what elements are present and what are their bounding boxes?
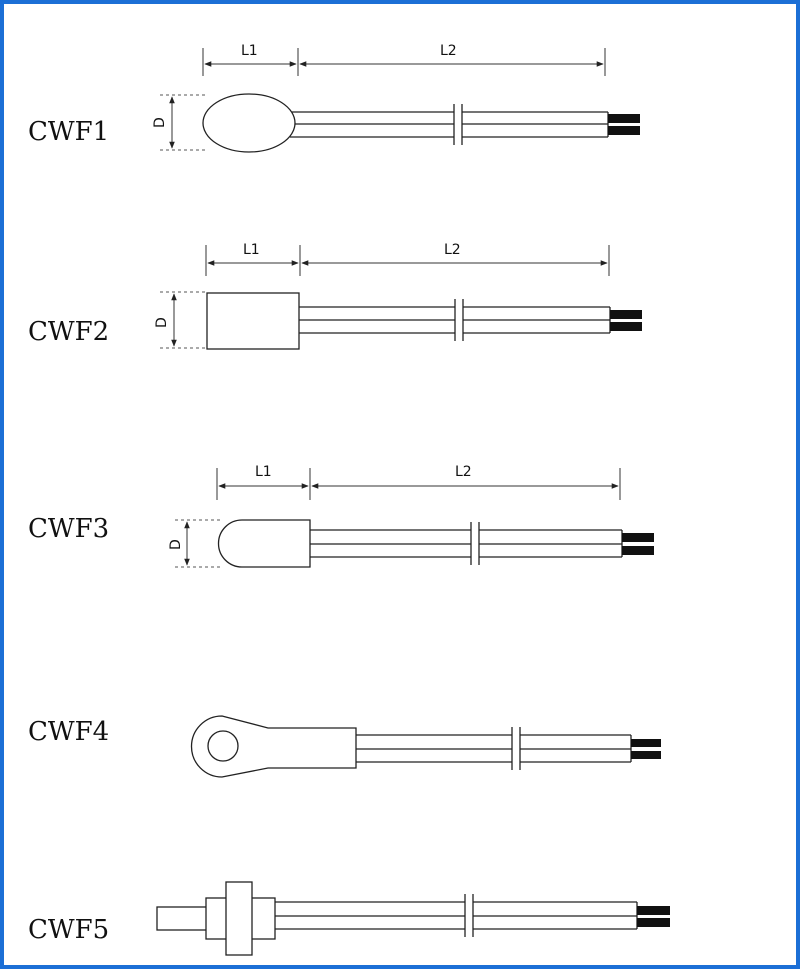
variant-cwf1: CWF1 L1 L2 D — [28, 43, 640, 153]
ring-terminal-hole — [207, 730, 239, 762]
dimension-d-label: D — [152, 117, 168, 128]
dimension-l2-label: L2 — [444, 242, 461, 258]
variant-cwf4: CWF4 — [28, 715, 661, 778]
wire-end — [631, 751, 661, 759]
dimension-d-label: D — [168, 539, 184, 550]
variant-label: CWF4 — [28, 717, 109, 747]
variant-label: CWF1 — [28, 117, 109, 147]
dimension-l1-label: L1 — [241, 43, 258, 59]
nut-right — [249, 897, 276, 940]
wire-end — [610, 310, 642, 319]
dimension-d-label: D — [154, 317, 170, 328]
dimension-l2-label: L2 — [455, 464, 472, 480]
variant-label: CWF5 — [28, 915, 109, 945]
ring-terminal-body — [190, 715, 357, 778]
wire-end — [610, 322, 642, 331]
dimension-l2-label: L2 — [440, 43, 457, 59]
variant-label: CWF3 — [28, 514, 109, 544]
sensor-head-rectangle — [206, 292, 300, 350]
wire-end — [608, 126, 640, 135]
dimension-l1-label: L1 — [255, 464, 272, 480]
wire-end — [631, 739, 661, 747]
sensor-head-bullet — [217, 519, 311, 568]
variant-label: CWF2 — [28, 317, 109, 347]
probe-tip — [156, 906, 208, 931]
dimension-l1-label: L1 — [243, 242, 260, 258]
wire-end — [622, 546, 654, 555]
wire-end — [622, 533, 654, 542]
wire-end — [637, 906, 670, 915]
wire-end — [637, 918, 670, 927]
wire-end — [608, 114, 640, 123]
variant-cwf2: CWF2 L1 L2 D — [28, 242, 642, 350]
sensor-head-oval — [202, 93, 296, 153]
variant-cwf5: CWF5 — [28, 881, 670, 956]
flange-collar — [225, 881, 253, 956]
variant-cwf3: CWF3 L1 L2 D — [28, 464, 654, 568]
